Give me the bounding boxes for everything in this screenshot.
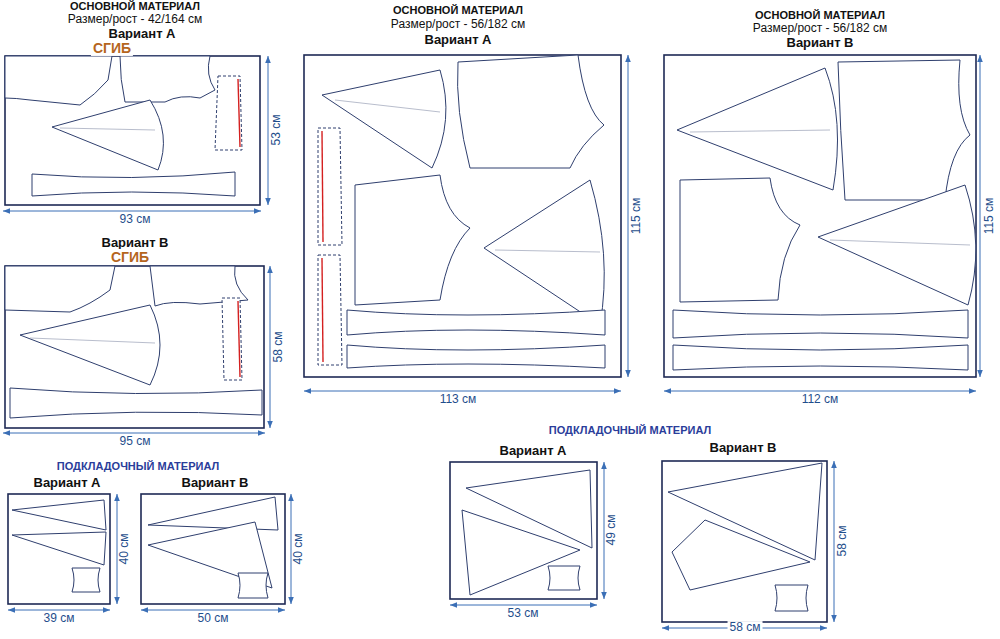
dimension: 53 см <box>270 113 284 148</box>
dimension: 95 см <box>118 435 153 449</box>
material-heading: ПОДКЛАДОЧНЫЙ МАТЕРИАЛ <box>547 424 713 437</box>
dimension: 53 см <box>506 607 541 621</box>
variant-title: Вариант А <box>423 33 494 48</box>
fold-mark: СГИБ <box>91 40 133 56</box>
size-note: Размер/рост - 56/182 см <box>389 18 527 32</box>
dimension: 40 см <box>292 532 306 567</box>
dimension: 39 см <box>42 612 77 626</box>
dimension: 113 см <box>438 393 479 407</box>
dimension: 50 см <box>196 612 231 626</box>
fold-mark: СГИБ <box>109 249 151 265</box>
variant-title: Вариант А <box>32 476 103 491</box>
dimension: 112 см <box>800 393 841 407</box>
material-heading: ПОДКЛАДОЧНЫЙ МАТЕРИАЛ <box>55 460 221 473</box>
dimension: 49 см <box>605 513 619 548</box>
material-heading: ОСНОВНОЙ МАТЕРИАЛ <box>68 0 202 12</box>
variant-title: Вариант В <box>708 441 779 456</box>
variant-title: Вариант В <box>180 476 251 491</box>
size-note: Размер/рост - 42/164 см <box>66 13 204 27</box>
material-heading: ОСНОВНОЙ МАТЕРИАЛ <box>753 9 887 22</box>
dimension: 115 см <box>630 196 644 237</box>
dimension: 58 см <box>836 524 850 559</box>
variant-title: Вариант А <box>498 444 569 459</box>
dimension: 58 см <box>272 330 286 365</box>
dimension: 40 см <box>118 532 132 567</box>
size-note: Размер/рост - 56/182 см <box>751 22 889 36</box>
variant-title: Вариант В <box>785 36 856 51</box>
dimension: 58 см <box>728 621 763 635</box>
dimension: 93 см <box>118 213 153 227</box>
material-heading: ОСНОВНОЙ МАТЕРИАЛ <box>391 4 525 17</box>
dimension: 115 см <box>983 196 997 237</box>
